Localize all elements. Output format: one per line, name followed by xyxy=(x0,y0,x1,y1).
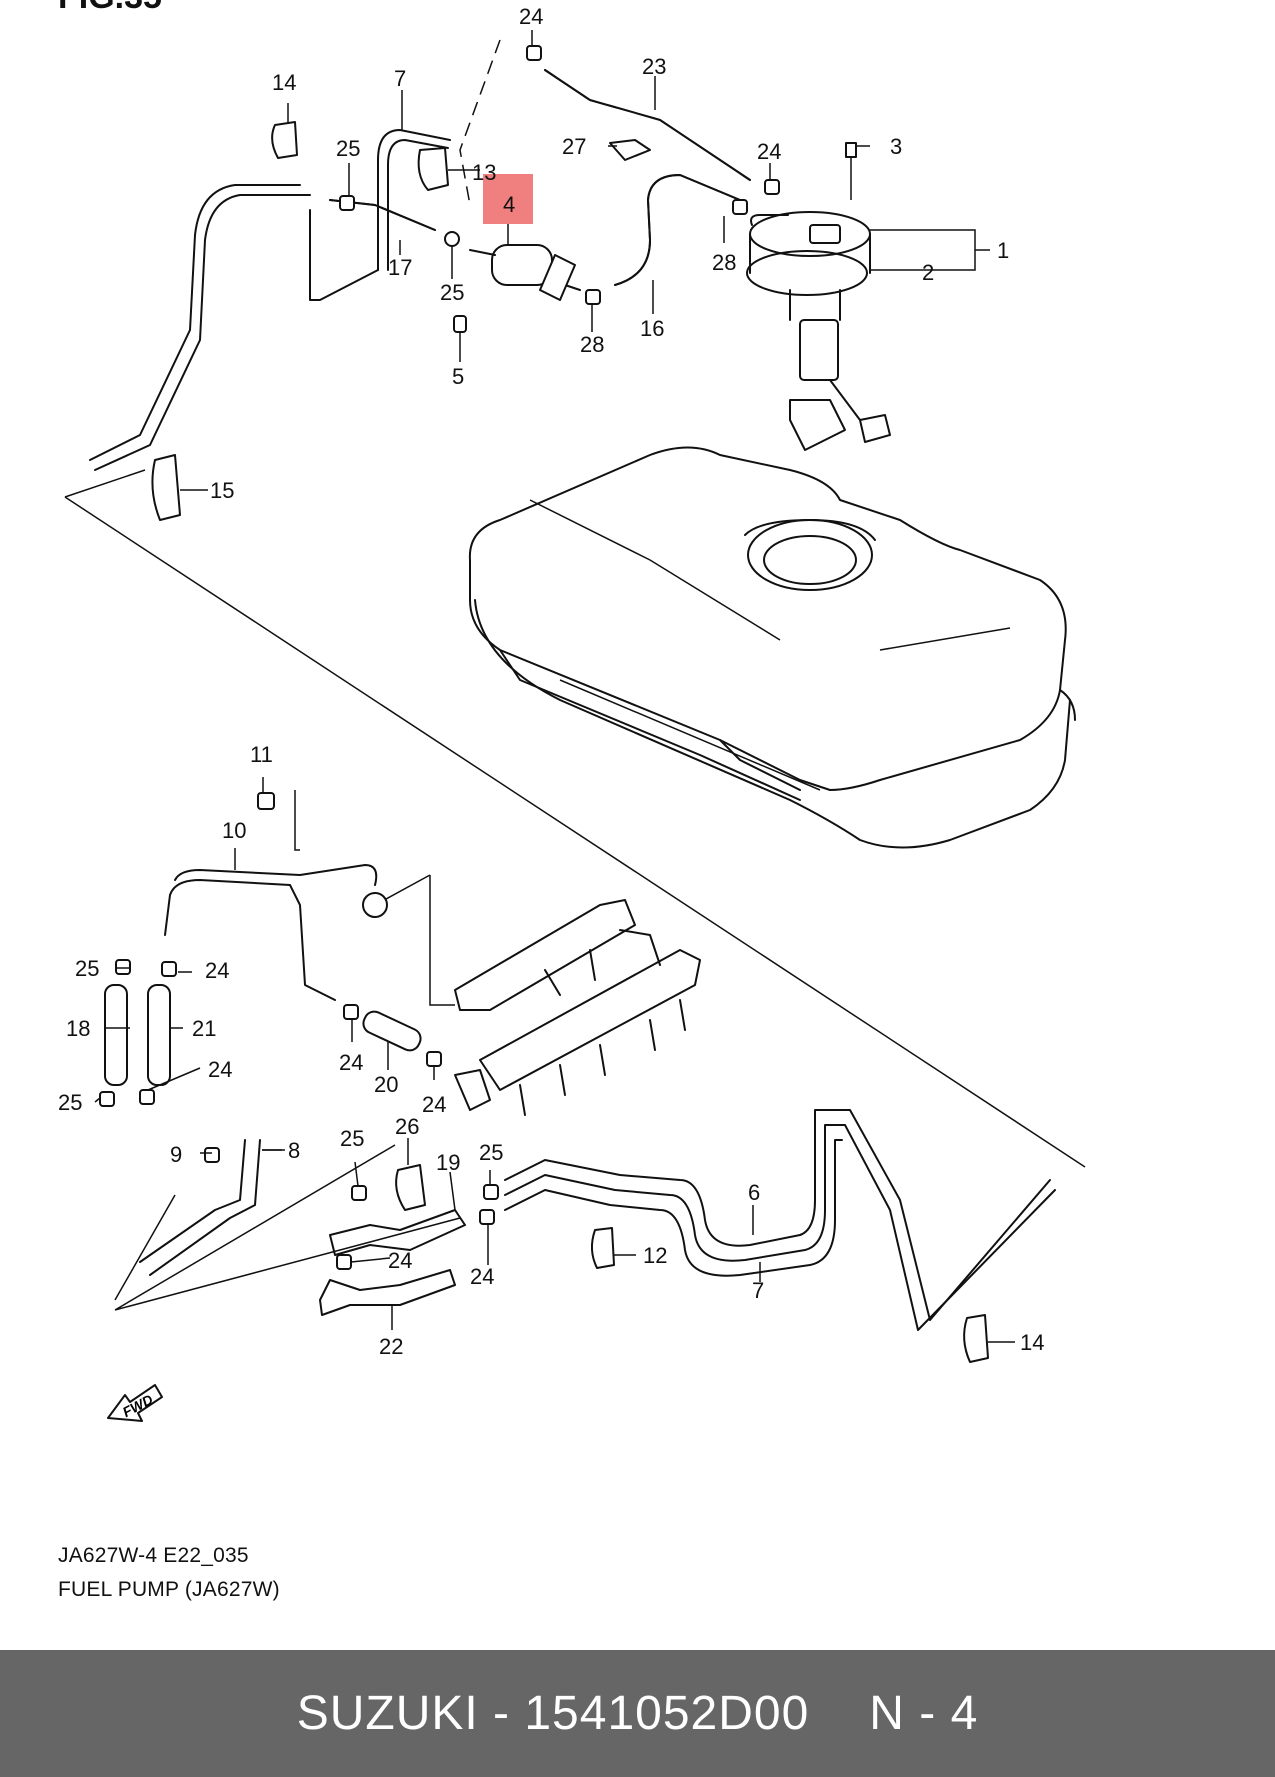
callout-24-c: 24 xyxy=(205,958,229,983)
brand-part-number: SUZUKI - 1541052D00 xyxy=(296,1687,810,1740)
figure-label: FIG.35 xyxy=(58,0,162,16)
callout-2: 2 xyxy=(922,260,934,285)
callout-7-upper: 7 xyxy=(394,66,406,91)
callout-21: 21 xyxy=(192,1016,216,1041)
callout-11: 11 xyxy=(250,742,273,767)
callout-25-b: 25 xyxy=(440,280,464,305)
callout-25-a: 25 xyxy=(336,136,360,161)
callout-24-d: 24 xyxy=(208,1057,232,1082)
upper-hoses xyxy=(89,69,751,471)
callout-15: 15 xyxy=(210,478,234,503)
parts-diagram: FIG.35 xyxy=(58,0,1086,1422)
callout-labels: 1 2 3 4 5 6 7 7 8 9 10 11 12 13 14 14 15… xyxy=(58,4,1044,1359)
pipe-brackets-upper xyxy=(151,121,449,521)
callout-22: 22 xyxy=(379,1334,403,1359)
callout-24-g: 24 xyxy=(388,1248,412,1273)
diagram-title: FUEL PUMP (JA627W) xyxy=(58,1578,280,1601)
leader-lines xyxy=(94,30,1015,1343)
callout-3: 3 xyxy=(890,134,902,159)
callout-18: 18 xyxy=(66,1016,90,1041)
callout-25-d: 25 xyxy=(58,1090,82,1115)
callout-28-b: 28 xyxy=(580,332,604,357)
callout-13: 13 xyxy=(472,160,496,185)
callout-26: 26 xyxy=(395,1114,419,1139)
callout-24-f: 24 xyxy=(422,1092,446,1117)
callout-27: 27 xyxy=(562,134,586,159)
callout-7-lower: 7 xyxy=(752,1278,764,1303)
callout-4: 4 xyxy=(503,192,515,217)
callout-25-e: 25 xyxy=(340,1126,364,1151)
callout-24-a: 24 xyxy=(519,4,543,29)
callout-5: 5 xyxy=(452,364,464,389)
callout-24-e: 24 xyxy=(339,1050,363,1075)
callout-6: 6 xyxy=(748,1180,760,1205)
callout-23: 23 xyxy=(642,54,666,79)
callout-25-c: 25 xyxy=(75,956,99,981)
highlight-marker xyxy=(483,174,533,224)
fuel-filter xyxy=(469,224,581,301)
callout-10: 10 xyxy=(222,818,246,843)
lower-hoses xyxy=(104,984,466,1316)
lower-fuel-pipes xyxy=(114,864,1056,1331)
assembly-boundary xyxy=(64,39,1086,1168)
callout-12: 12 xyxy=(643,1243,667,1268)
part-number-banner: SUZUKI - 1541052D00 N - 4 xyxy=(0,1650,1275,1777)
fuel-tank xyxy=(468,446,1076,849)
callout-25-f: 25 xyxy=(479,1140,503,1165)
callout-17: 17 xyxy=(388,255,412,280)
forward-arrow: FWD xyxy=(107,1384,163,1422)
callout-28-a: 28 xyxy=(712,250,736,275)
diagram-code: JA627W-4 E22_035 xyxy=(58,1544,249,1567)
callout-19: 19 xyxy=(436,1150,460,1175)
callout-14-lower: 14 xyxy=(1020,1330,1044,1355)
callout-16: 16 xyxy=(640,316,664,341)
hose-clamps-lower xyxy=(99,792,989,1363)
callout-9: 9 xyxy=(170,1142,182,1167)
callout-14-upper: 14 xyxy=(272,70,296,95)
callout-1: 1 xyxy=(997,238,1009,263)
reference-number: N - 4 xyxy=(869,1687,979,1740)
callout-20: 20 xyxy=(374,1072,398,1097)
callout-24-b: 24 xyxy=(757,139,781,164)
callout-24-h: 24 xyxy=(470,1264,494,1289)
callout-8: 8 xyxy=(288,1138,300,1163)
fuel-pump-assembly xyxy=(746,142,891,451)
fuel-injector-rail xyxy=(374,874,701,1116)
hose-clamps xyxy=(339,45,780,333)
